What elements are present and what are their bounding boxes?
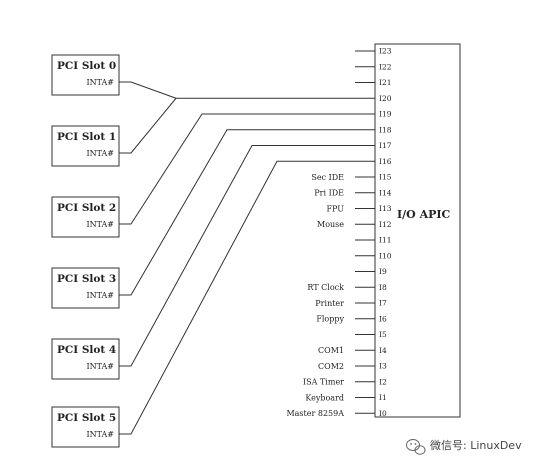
route-pci-slot-3 xyxy=(119,129,355,296)
pci-slot-3: PCI Slot 3 INTA# xyxy=(51,267,120,309)
device-label-master-8259a: Master 8259A xyxy=(286,409,344,418)
watermark: 微信号: LinuxDev xyxy=(406,438,522,455)
io-apic-box xyxy=(374,43,461,418)
route-pci-slot-4 xyxy=(119,145,355,367)
wechat-icon xyxy=(406,439,426,455)
pci-slot-inta-label: INTA# xyxy=(86,291,114,300)
pci-slot-inta-label: INTA# xyxy=(86,220,114,229)
watermark-text: 微信号: LinuxDev xyxy=(430,438,522,452)
pci-slot-2: PCI Slot 2 INTA# xyxy=(51,196,120,238)
pin-label-i17: I17 xyxy=(379,141,392,150)
pci-slot-name: PCI Slot 0 xyxy=(57,60,116,72)
pci-slot-box xyxy=(51,196,120,238)
device-label-isa-timer: ISA Timer xyxy=(303,378,344,387)
pci-slot-4: PCI Slot 4 INTA# xyxy=(51,338,120,380)
pin-label-i15: I15 xyxy=(379,173,392,182)
device-label-rt-clock: RT Clock xyxy=(307,283,344,292)
pci-slot-name: PCI Slot 4 xyxy=(57,344,116,356)
pci-slot-name: PCI Slot 1 xyxy=(57,131,116,143)
pin-label-i8: I8 xyxy=(379,283,387,292)
pin-label-i16: I16 xyxy=(379,157,392,166)
device-label-mouse: Mouse xyxy=(317,220,344,229)
pci-slot-box xyxy=(51,54,120,96)
pci-slot-name: PCI Slot 3 xyxy=(57,273,116,285)
pin-label-i18: I18 xyxy=(379,125,392,134)
route-pci-slot-0 xyxy=(119,81,177,99)
pin-label-i21: I21 xyxy=(379,78,392,87)
wires xyxy=(119,81,355,435)
pci-slot-5: PCI Slot 5 INTA# xyxy=(51,406,120,448)
pin-label-i20: I20 xyxy=(379,94,392,103)
pci-slot-inta-label: INTA# xyxy=(86,149,114,158)
pci-slot-name: PCI Slot 2 xyxy=(57,202,116,214)
pci-slot-box xyxy=(51,267,120,309)
route-pci-slot-1 xyxy=(119,97,177,154)
pci-slot-inta-label: INTA# xyxy=(86,362,114,371)
pin-label-i10: I10 xyxy=(379,251,392,260)
device-label-sec-ide: Sec IDE xyxy=(311,173,344,182)
device-label-pri-ide: Pri IDE xyxy=(314,189,344,198)
pin-label-i22: I22 xyxy=(379,62,392,71)
io-apic-title: I/O APIC xyxy=(397,208,451,221)
device-label-com1: COM1 xyxy=(318,346,344,355)
pin-label-i5: I5 xyxy=(379,330,387,339)
pin-label-i13: I13 xyxy=(379,204,392,213)
pin-label-i1: I1 xyxy=(379,393,387,402)
pin-label-i3: I3 xyxy=(379,362,387,371)
pin-label-i11: I11 xyxy=(379,236,392,245)
route-pci-slot-5 xyxy=(119,160,355,435)
pin-label-i12: I12 xyxy=(379,220,392,229)
route-pci-slot-2 xyxy=(119,113,355,225)
pin-label-i14: I14 xyxy=(379,188,392,197)
pci-slot-inta-label: INTA# xyxy=(86,78,114,87)
device-label-keyboard: Keyboard xyxy=(305,393,344,402)
device-label-printer: Printer xyxy=(315,299,344,308)
pci-slot-name: PCI Slot 5 xyxy=(57,412,116,424)
pin-label-i23: I23 xyxy=(379,47,392,56)
device-label-fpu: FPU xyxy=(326,204,344,213)
pin-label-i19: I19 xyxy=(379,110,392,119)
pin-label-i2: I2 xyxy=(379,377,387,386)
pci-slot-1: PCI Slot 1 INTA# xyxy=(51,125,120,167)
pin-label-i7: I7 xyxy=(379,299,387,308)
pin-label-i4: I4 xyxy=(379,346,387,355)
pci-slot-0: PCI Slot 0 INTA# xyxy=(51,54,120,96)
pin-label-i6: I6 xyxy=(379,314,387,323)
pci-slot-box xyxy=(51,338,120,380)
pci-slot-inta-label: INTA# xyxy=(86,430,114,439)
pin-label-i9: I9 xyxy=(379,267,387,276)
device-label-com2: COM2 xyxy=(318,362,344,371)
pci-slot-box xyxy=(51,406,120,448)
pci-slot-box xyxy=(51,125,120,167)
device-label-floppy: Floppy xyxy=(316,315,344,324)
pin-label-i0: I0 xyxy=(379,409,387,418)
isa-devices: Sec IDE Pri IDE FPU Mouse RT ClockPrinterFlo… xyxy=(286,173,344,418)
io-apic: I/O APIC I23I22I21I20I19I18I17I16I15I14I1… xyxy=(355,43,461,418)
